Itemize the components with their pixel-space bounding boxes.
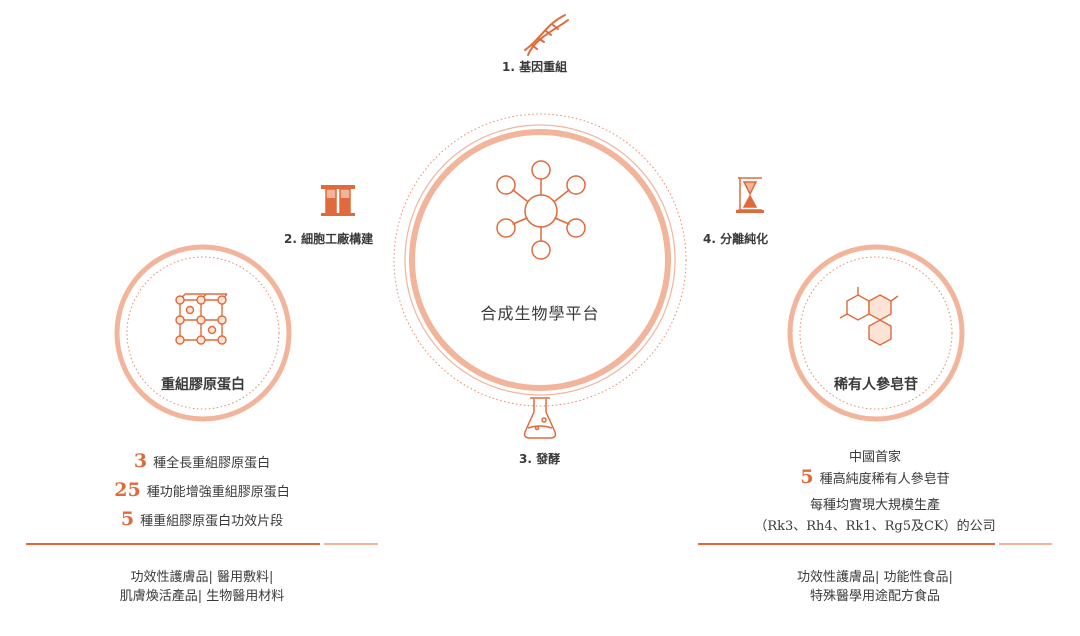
collagen-title: 重組膠原蛋白	[161, 377, 245, 393]
collagen-stat-2: 25 種功能增強重組膠原蛋白	[26, 479, 378, 501]
separation-funnel-icon	[736, 177, 764, 213]
ginsenoside-line-4: （Rk3、Rh4、Rk1、Rg5及CK）的公司	[754, 519, 996, 534]
ginsenoside-applications-line-2: 特殊醫學用途配方食品	[809, 589, 940, 604]
left-circle	[114, 244, 292, 422]
hexagon-molecule-icon	[839, 287, 899, 346]
step-2-label: 2. 細胞工廠構建	[284, 232, 374, 246]
stat-text: 種高純度稀有人參皂苷	[819, 472, 950, 487]
flask-icon	[523, 397, 557, 439]
collagen-applications-line-2: 肌膚煥活產品| 生物醫用材料	[119, 589, 285, 604]
collagen-stat-3: 5 種重組膠原蛋白功效片段	[26, 508, 378, 530]
ginsenoside-line-3: 每種均實現大規模生產	[809, 498, 940, 513]
stat-text: 種全長重組膠原蛋白	[153, 456, 271, 471]
stat-text: 種功能增強重組膠原蛋白	[146, 485, 290, 500]
collagen-stat-1: 3 種全長重組膠原蛋白	[26, 450, 378, 472]
ginsenoside-title: 稀有人參皂苷	[834, 377, 918, 393]
stat-text: 種重組膠原蛋白功效片段	[140, 514, 284, 529]
stat-number: 5	[120, 508, 135, 530]
step-3-label: 3. 發酵	[519, 452, 561, 466]
collagen-applications-line-1: 功效性護膚品| 醫用敷料|	[130, 570, 274, 585]
ginsenoside-applications-line-1: 功效性護膚品| 功能性食品|	[797, 570, 953, 585]
stat-number: 25	[114, 479, 141, 501]
ginsenoside-line-1: 中國首家	[848, 450, 901, 465]
center-circle	[393, 113, 687, 407]
step-4-label: 4. 分離純化	[703, 232, 769, 246]
collagen-lattice-icon	[175, 293, 228, 345]
platform-title: 合成生物學平台	[480, 304, 600, 323]
molecule-network-icon	[496, 160, 586, 260]
stat-number: 5	[800, 466, 814, 488]
right-circle	[787, 244, 965, 422]
ginsenoside-stat: 5 種高純度稀有人參皂苷	[698, 466, 1052, 488]
step-1-label: 1. 基因重組	[502, 60, 568, 74]
dna-icon	[524, 14, 569, 56]
stat-number: 3	[133, 450, 148, 472]
test-tubes-icon	[321, 185, 355, 216]
